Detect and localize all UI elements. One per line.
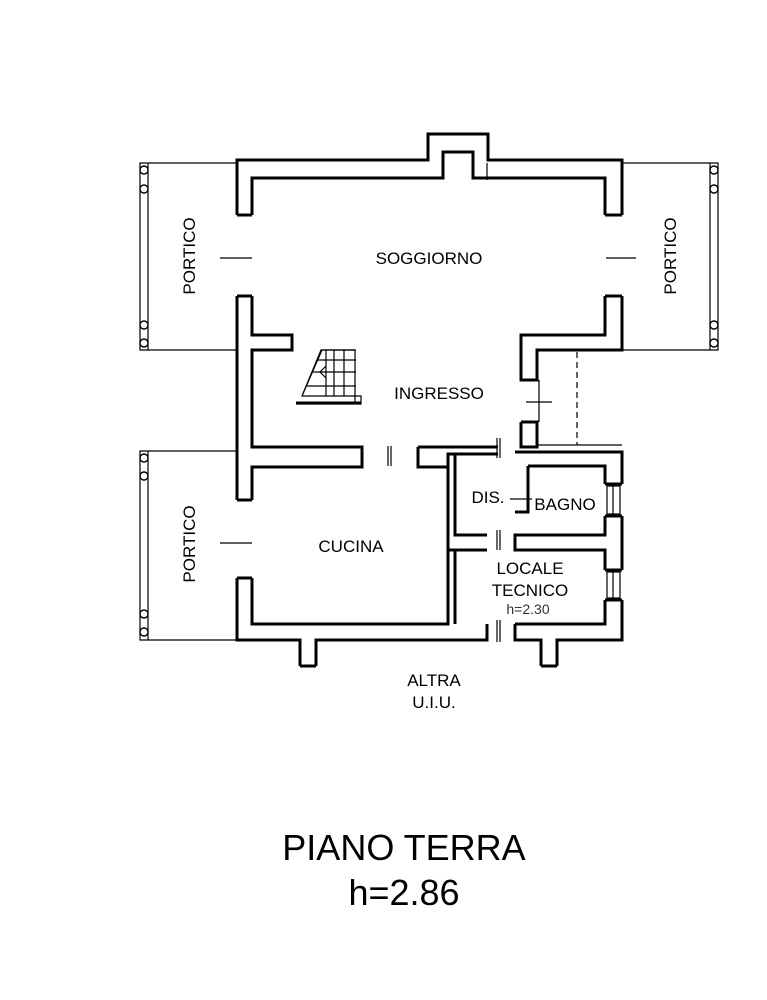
- room-label-soggiorno: SOGGIORNO: [376, 249, 483, 268]
- room-label-bagno: BAGNO: [534, 495, 595, 514]
- floor-height: h=2.86: [348, 872, 459, 913]
- portico-label-left-bottom: PORTICO: [180, 505, 199, 582]
- room-label-tecnico: TECNICO: [492, 581, 569, 600]
- room-label-cucina: CUCINA: [318, 537, 384, 556]
- room-label-dis: DIS.: [471, 488, 504, 507]
- neighbour-label-line2: U.I.U.: [412, 693, 455, 712]
- room-label-ingresso: INGRESSO: [394, 384, 484, 403]
- portico-left-bottom: [139, 450, 237, 641]
- portico-left-top: [139, 162, 237, 351]
- room-label-locale: LOCALE: [496, 559, 563, 578]
- portico-label-right-top: PORTICO: [661, 217, 680, 294]
- portico-posts: [139, 165, 719, 637]
- portico-label-left-top: PORTICO: [180, 217, 199, 294]
- floor-title: PIANO TERRA: [282, 827, 525, 868]
- openings: [220, 163, 636, 642]
- room-height-tecnico: h=2.30: [506, 601, 549, 617]
- neighbour-label-line1: ALTRA: [407, 671, 461, 690]
- exterior-walls: [235, 132, 624, 668]
- portico-right-top: [622, 162, 719, 351]
- staircase: [296, 349, 362, 405]
